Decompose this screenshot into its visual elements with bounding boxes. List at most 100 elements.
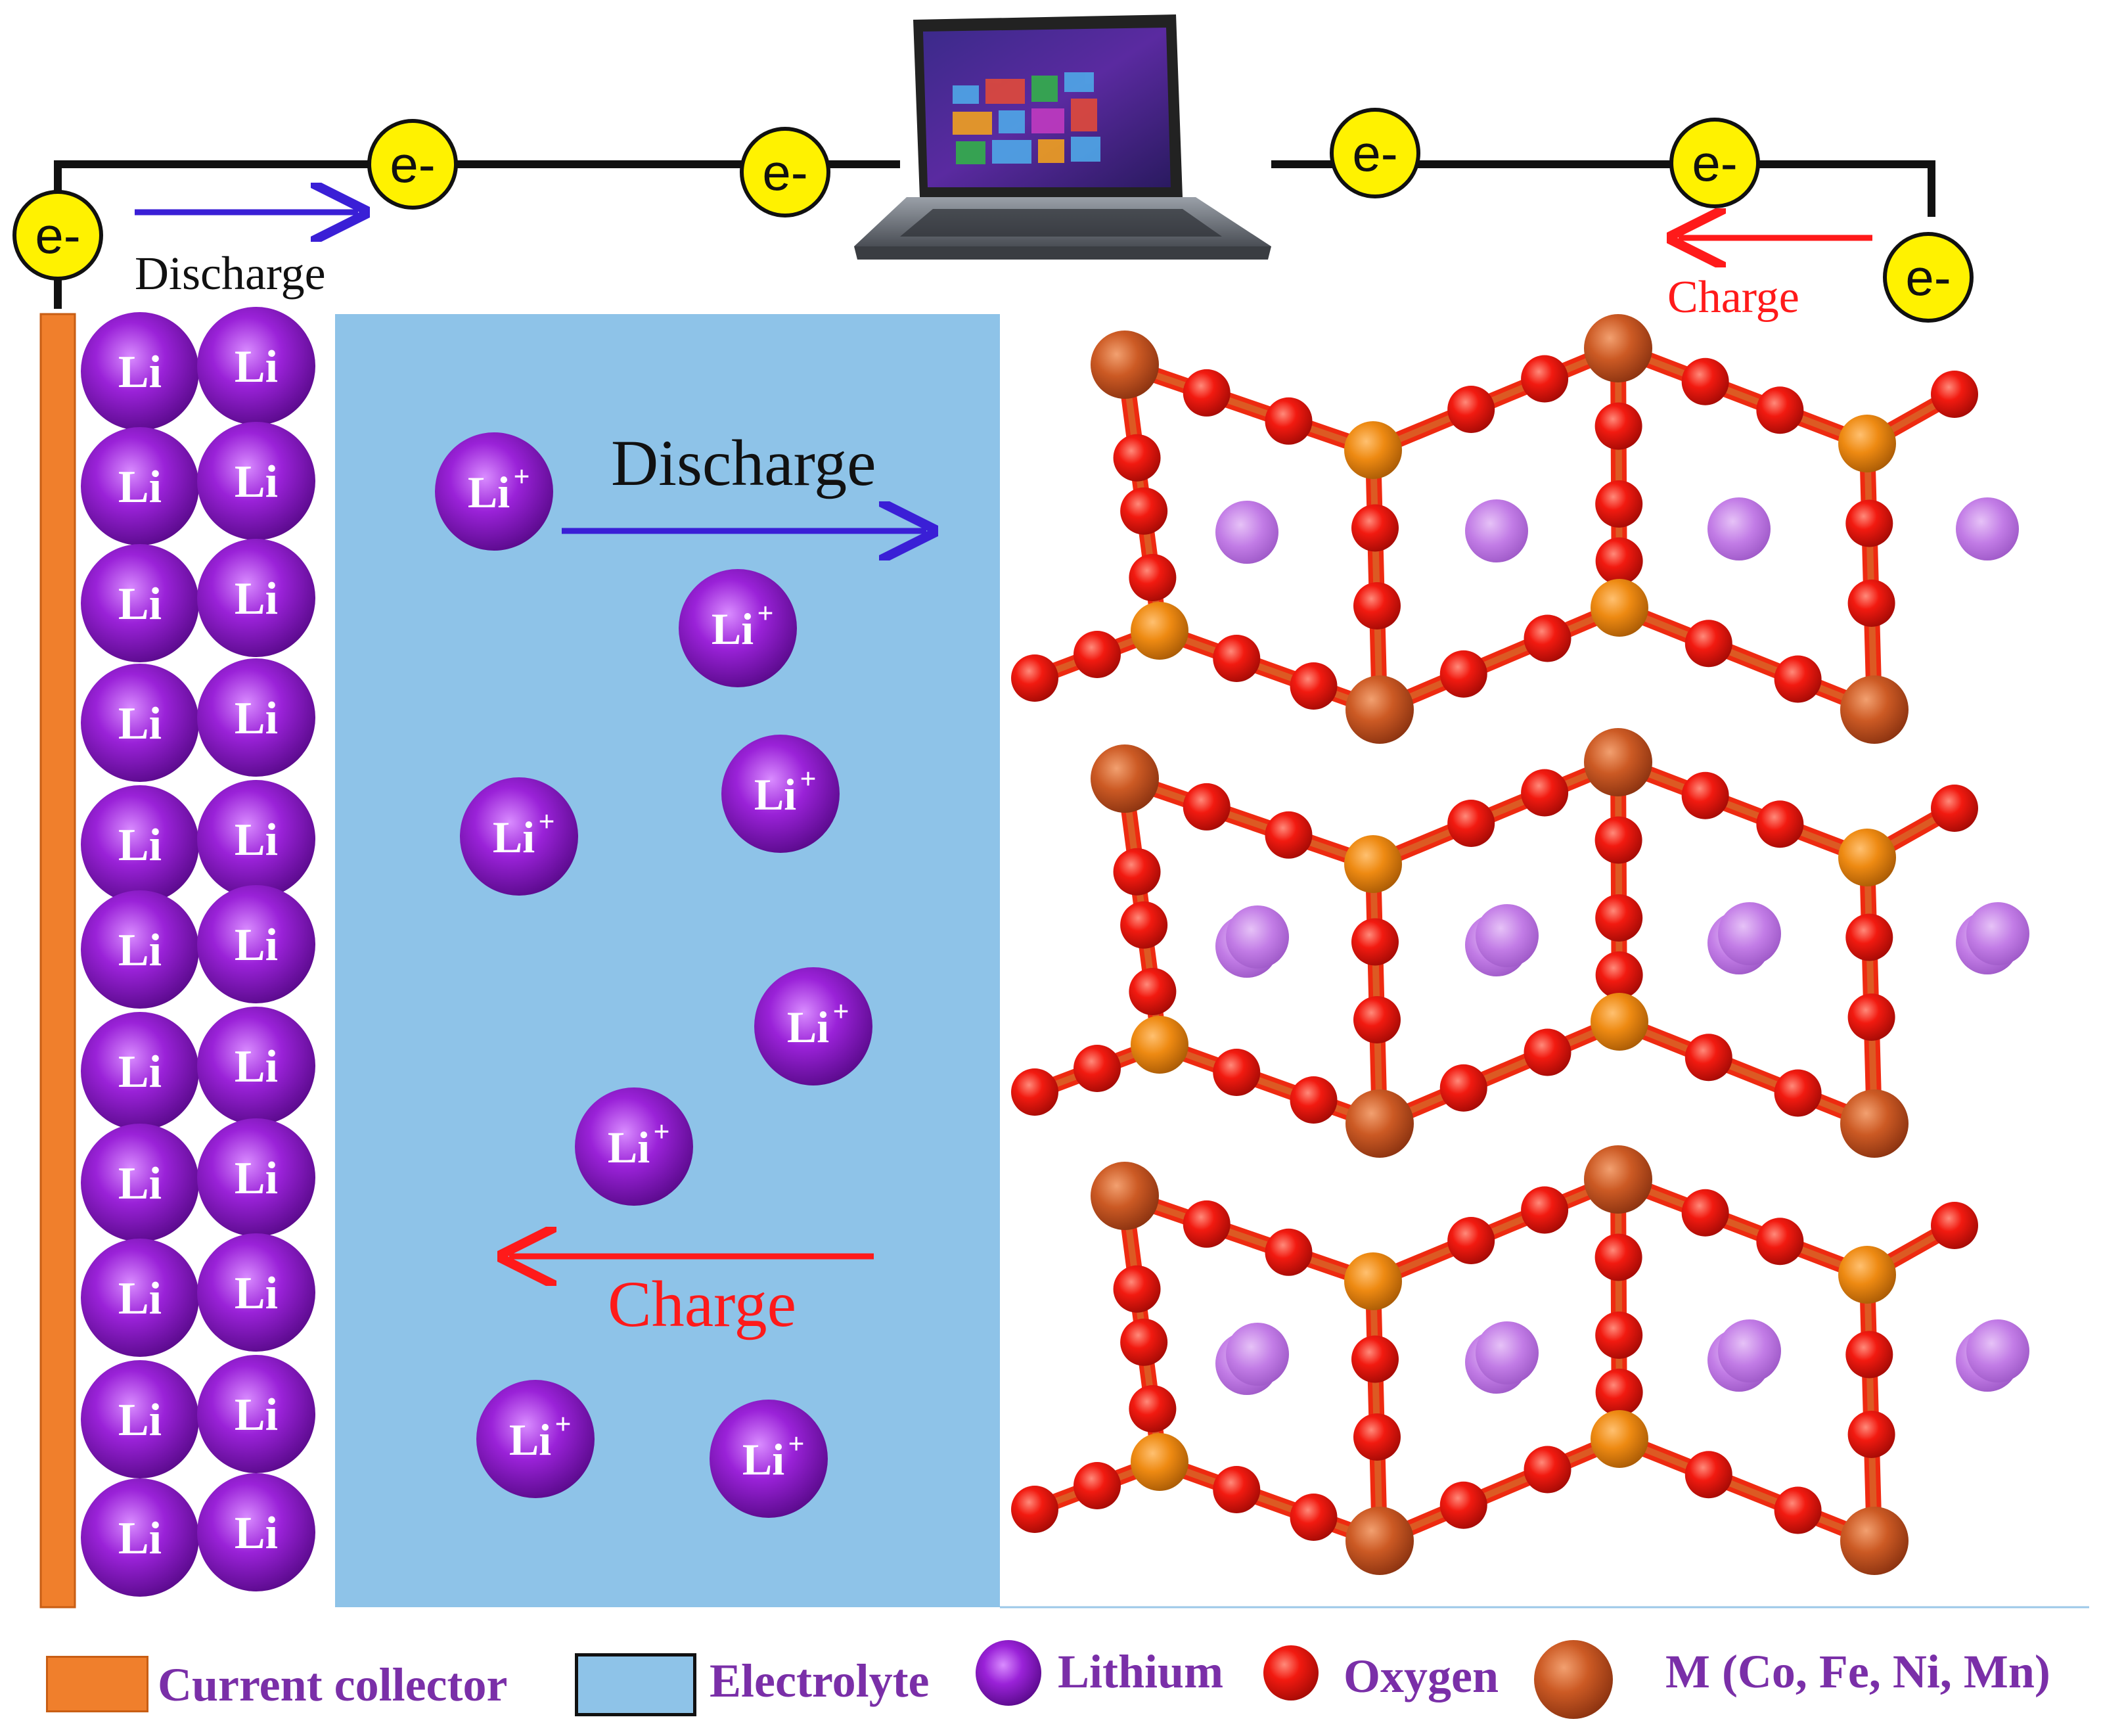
oxygen-atom-icon <box>1011 1068 1058 1116</box>
lithium-ion-label: Li <box>468 467 510 517</box>
lithium-atom-icon: Li <box>197 885 315 1003</box>
oxygen-atom-icon <box>1684 1451 1732 1499</box>
electron-icon: e- <box>1330 108 1420 198</box>
oxygen-atom-icon <box>1845 499 1893 547</box>
oxygen-atom-icon <box>1265 1228 1313 1276</box>
lithium-site-icon <box>1966 902 2029 965</box>
lithium-atom-label: Li <box>118 698 162 749</box>
lithium-atom-icon: Li <box>81 785 199 903</box>
legend-swatch-collector <box>46 1656 148 1712</box>
oxygen-atom-icon <box>1439 1481 1487 1529</box>
lithium-ion-label: Li <box>608 1122 650 1172</box>
oxygen-atom-icon <box>1439 1064 1487 1112</box>
oxygen-atom-icon <box>1595 1312 1643 1359</box>
lithium-atom-icon: Li <box>197 1473 315 1591</box>
lithium-atom-label: Li <box>235 920 278 971</box>
legend-label-electrolyte: Electrolyte <box>710 1655 930 1707</box>
oxygen-atom-icon <box>1595 480 1643 528</box>
lithium-ion-label: Li <box>742 1434 784 1484</box>
lithium-ion-icon: Li+ <box>575 1087 693 1206</box>
electron-label: e- <box>1692 134 1737 192</box>
electron-label: e- <box>1905 248 1951 306</box>
oxygen-atom-icon <box>1681 1189 1729 1237</box>
lithium-ion-icon: Li+ <box>435 432 553 551</box>
legend-label-lithium: Lithium <box>1058 1645 1224 1698</box>
oxygen-atom-icon <box>1595 1368 1643 1416</box>
oxygen-atom-icon <box>1213 1049 1261 1096</box>
lithium-site-icon <box>1215 501 1278 564</box>
lithium-site-icon <box>1476 1321 1539 1384</box>
lithium-ion-charge: + <box>554 1408 571 1440</box>
lithium-atom-label: Li <box>235 693 278 744</box>
oxygen-atom-icon <box>1847 580 1895 627</box>
lithium-site-icon <box>1226 1323 1289 1386</box>
oxygen-atom-icon <box>1845 913 1893 961</box>
oxygen-atom-icon <box>1120 1318 1168 1366</box>
oxygen-atom-icon <box>1845 1331 1893 1379</box>
charge-label-big: Charge <box>608 1268 796 1340</box>
lithium-atom-label: Li <box>235 1153 278 1204</box>
oxygen-atom-icon <box>1353 582 1401 629</box>
oxygen-atom-icon <box>1120 487 1168 535</box>
oxygen-atom-icon <box>1120 901 1168 949</box>
oxygen-atom-icon <box>1447 386 1495 433</box>
oxygen-atom-icon <box>1447 800 1495 847</box>
oxygen-atom-icon <box>1756 386 1804 434</box>
electrolyte-region <box>335 314 1000 1607</box>
lithium-atom-icon: Li <box>197 1233 315 1352</box>
lithium-atom-label: Li <box>118 820 162 871</box>
oxygen-atom-icon <box>1073 631 1121 678</box>
oxygen-atom-icon <box>1183 369 1231 417</box>
discharge-label-big: Discharge <box>611 426 876 499</box>
current-collector <box>39 313 76 1609</box>
lithium-atom-icon: Li <box>197 780 315 898</box>
metal-atom-icon <box>1840 675 1909 744</box>
cathode-lattice <box>1011 314 2029 1575</box>
oxygen-atom-icon <box>1113 1265 1161 1313</box>
metal-atom-icon <box>1591 993 1648 1051</box>
lithium-atom-icon: Li <box>197 1355 315 1473</box>
lithium-atom-icon: Li <box>197 658 315 777</box>
oxygen-atom-icon <box>1594 1233 1642 1281</box>
metal-atom-icon <box>1591 1410 1648 1468</box>
lithium-ion-label: Li <box>754 769 796 819</box>
lithium-ion-charge: + <box>832 995 849 1028</box>
legend-label-collector: Current collector <box>158 1658 508 1711</box>
lithium-legend-icon <box>976 1640 1041 1706</box>
lithium-atom-label: Li <box>118 579 162 629</box>
oxygen-atom-icon <box>1931 785 1978 832</box>
oxygen-atom-icon <box>1595 537 1643 585</box>
metal-atom-icon <box>1131 1433 1188 1491</box>
lithium-atom-icon: Li <box>81 1478 199 1597</box>
lithium-ion-charge: + <box>757 597 773 629</box>
oxygen-atom-icon <box>1353 996 1401 1043</box>
oxygen-atom-icon <box>1129 968 1177 1015</box>
oxygen-atom-icon <box>1847 1411 1895 1458</box>
electron-label: e- <box>762 143 807 201</box>
lithium-site-icon <box>1966 1319 2029 1382</box>
lithium-atom-icon: Li <box>81 312 199 430</box>
lithium-atom-icon: Li <box>81 1124 199 1242</box>
electron-icon: e- <box>740 127 830 217</box>
oxygen-atom-icon <box>1521 1186 1569 1234</box>
metal-atom-icon <box>1840 1089 1909 1158</box>
oxygen-atom-icon <box>1681 771 1729 819</box>
metal-atom-icon <box>1131 1016 1188 1074</box>
lithium-ion-icon: Li+ <box>721 735 840 853</box>
oxygen-atom-icon <box>1684 620 1732 668</box>
metal-atom-icon <box>1131 602 1188 660</box>
legend-swatch-electrolyte <box>575 1653 696 1716</box>
lithium-ion-charge: + <box>800 763 816 795</box>
lattice-atoms <box>1011 314 2029 1575</box>
lithium-atom-icon: Li <box>81 1239 199 1357</box>
lithium-ion-label: Li <box>787 1002 829 1052</box>
lithium-ion-charge: + <box>653 1116 669 1148</box>
oxygen-atom-icon <box>1931 1202 1978 1249</box>
lithium-ion-charge: + <box>513 461 530 493</box>
oxygen-atom-icon <box>1595 951 1643 999</box>
lithium-atom-label: Li <box>118 1047 162 1097</box>
metal-atom-icon <box>1838 1246 1896 1304</box>
oxygen-atom-icon <box>1290 1494 1338 1541</box>
oxygen-atom-icon <box>1594 816 1642 864</box>
